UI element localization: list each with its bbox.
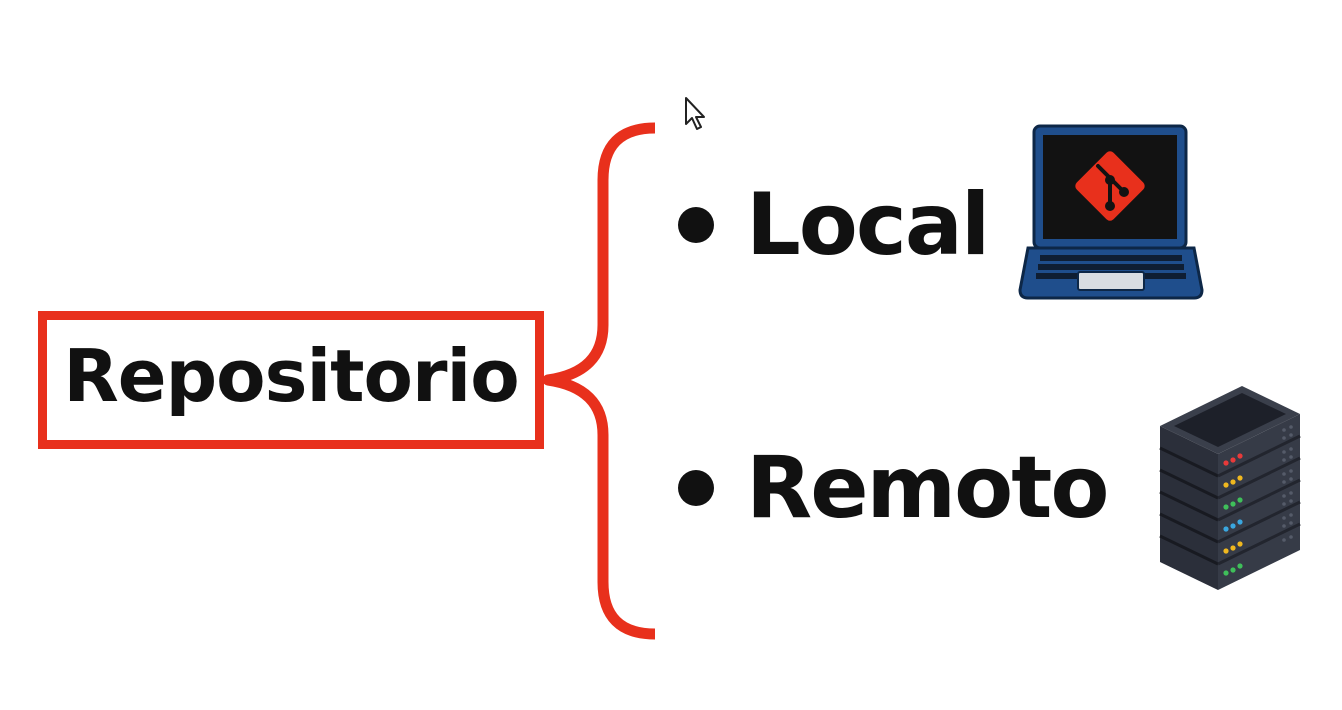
local-label: Local xyxy=(746,175,990,275)
remoto-label: Remoto xyxy=(746,438,1109,538)
server-rack-icon xyxy=(1159,386,1301,590)
item-local: Local xyxy=(678,175,990,275)
item-remoto: Remoto xyxy=(678,438,1109,538)
bullet-icon xyxy=(678,470,714,506)
mouse-cursor-icon xyxy=(685,97,705,130)
laptop-git-icon xyxy=(1018,124,1204,300)
repository-label: Repositorio xyxy=(63,334,519,418)
repository-box: Repositorio xyxy=(38,311,544,449)
bullet-icon xyxy=(678,207,714,243)
